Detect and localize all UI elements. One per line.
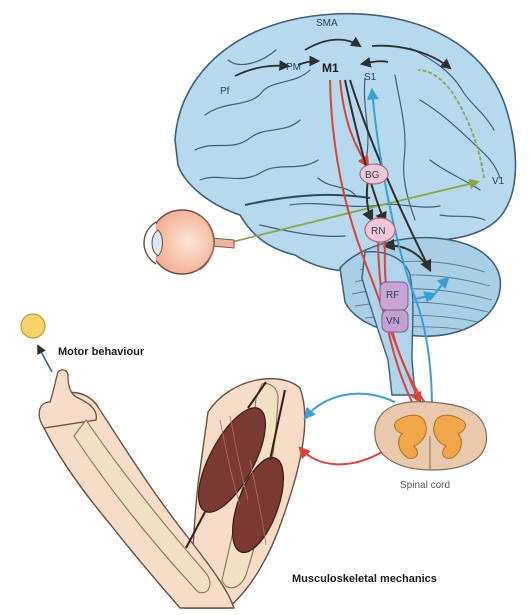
label-bg: BG <box>365 170 380 181</box>
label-rn: RN <box>371 226 385 237</box>
spinal-cord-label: Spinal cord <box>400 480 450 491</box>
label-s1: S1 <box>364 72 377 83</box>
musculoskeletal-label: Musculoskeletal mechanics <box>292 573 437 585</box>
motor-behaviour-label: Motor behaviour <box>58 346 145 358</box>
label-v1: V1 <box>492 176 505 187</box>
label-vn: VN <box>386 316 400 327</box>
label-pf: Pf <box>220 86 230 97</box>
motor-behaviour-target: Motor behaviour <box>21 314 145 372</box>
spinal-cord-section <box>375 402 487 470</box>
cerebrum <box>175 14 516 271</box>
label-m1: M1 <box>322 61 339 75</box>
target-arrow <box>38 346 52 372</box>
spinal-cord: Spinal cord <box>375 402 487 491</box>
arm <box>39 370 305 608</box>
label-rf: RF <box>386 290 399 301</box>
label-sma: SMA <box>316 18 338 29</box>
optic-nerve <box>212 238 234 248</box>
radius-ulna <box>74 420 210 593</box>
brain <box>175 14 516 395</box>
target-dot <box>21 314 45 338</box>
label-pm: PM <box>286 62 301 73</box>
eye <box>144 210 234 274</box>
